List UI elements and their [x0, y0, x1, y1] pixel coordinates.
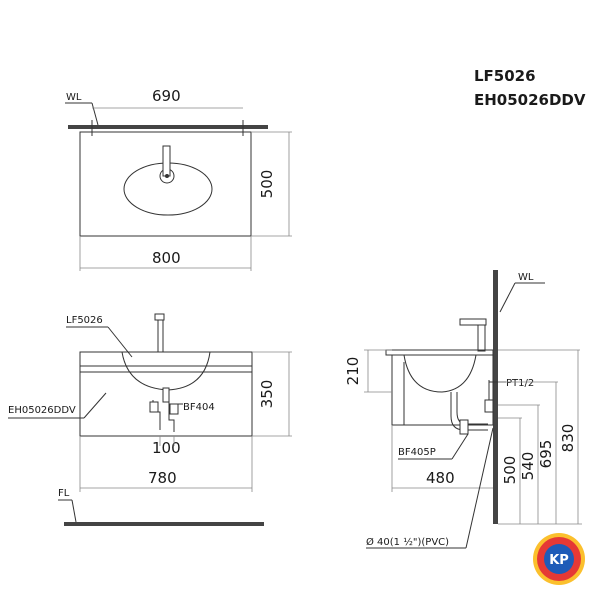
dim-depth-top: 500 — [258, 170, 276, 199]
cabinet-front — [79, 365, 253, 437]
dim-drain-offset: 100 — [152, 439, 181, 457]
model-name-basin: LF5026 — [474, 67, 536, 85]
wl-label-side: WL — [518, 272, 534, 283]
faucet-front — [157, 319, 164, 353]
dim-depth-side: 480 — [426, 469, 455, 487]
bowl-front — [121, 351, 211, 391]
dim-695: 695 — [537, 440, 555, 469]
dim-width-top: 690 — [152, 87, 181, 105]
faucet-spout — [162, 145, 171, 177]
wl-label-top: WL — [66, 92, 82, 103]
model-name-cabinet: EH05026DDV — [474, 91, 586, 109]
trap-label: BF405P — [398, 447, 436, 458]
dim-height-front: 350 — [258, 380, 276, 409]
cabinet-model-label: EH05026DDV — [8, 405, 76, 416]
dim-width-bottom: 800 — [152, 249, 181, 267]
basin-top-outline — [79, 131, 252, 237]
dim-830: 830 — [559, 424, 577, 453]
front-view: LF5026 BF404 EH05026DDV 100 — [8, 313, 292, 526]
basin-model-label: LF5026 — [66, 315, 103, 326]
countertop-side — [385, 349, 494, 356]
faucet-side — [459, 318, 487, 326]
dim-basin-height: 210 — [344, 357, 362, 386]
wall-side — [493, 270, 498, 524]
cabinet-side — [391, 354, 494, 426]
countertop-front — [79, 351, 253, 367]
pipe-label: PT1/2 — [506, 378, 534, 389]
dim-540: 540 — [519, 452, 537, 481]
top-view: WL 690 500 800 — [65, 87, 292, 271]
fl-label: FL — [58, 488, 70, 499]
logo-text: KP — [549, 553, 569, 568]
pipe-spec: Ø 40(1 ½")(PVC) — [366, 536, 449, 548]
dim-cabinet-width: 780 — [148, 469, 177, 487]
dim-500: 500 — [501, 456, 519, 485]
drain-label: BF404 — [183, 402, 215, 413]
brand-logo: KP — [533, 533, 585, 585]
bowl-side — [403, 354, 477, 393]
side-view: WL PT1/2 BF405P 210 480 — [344, 270, 582, 549]
